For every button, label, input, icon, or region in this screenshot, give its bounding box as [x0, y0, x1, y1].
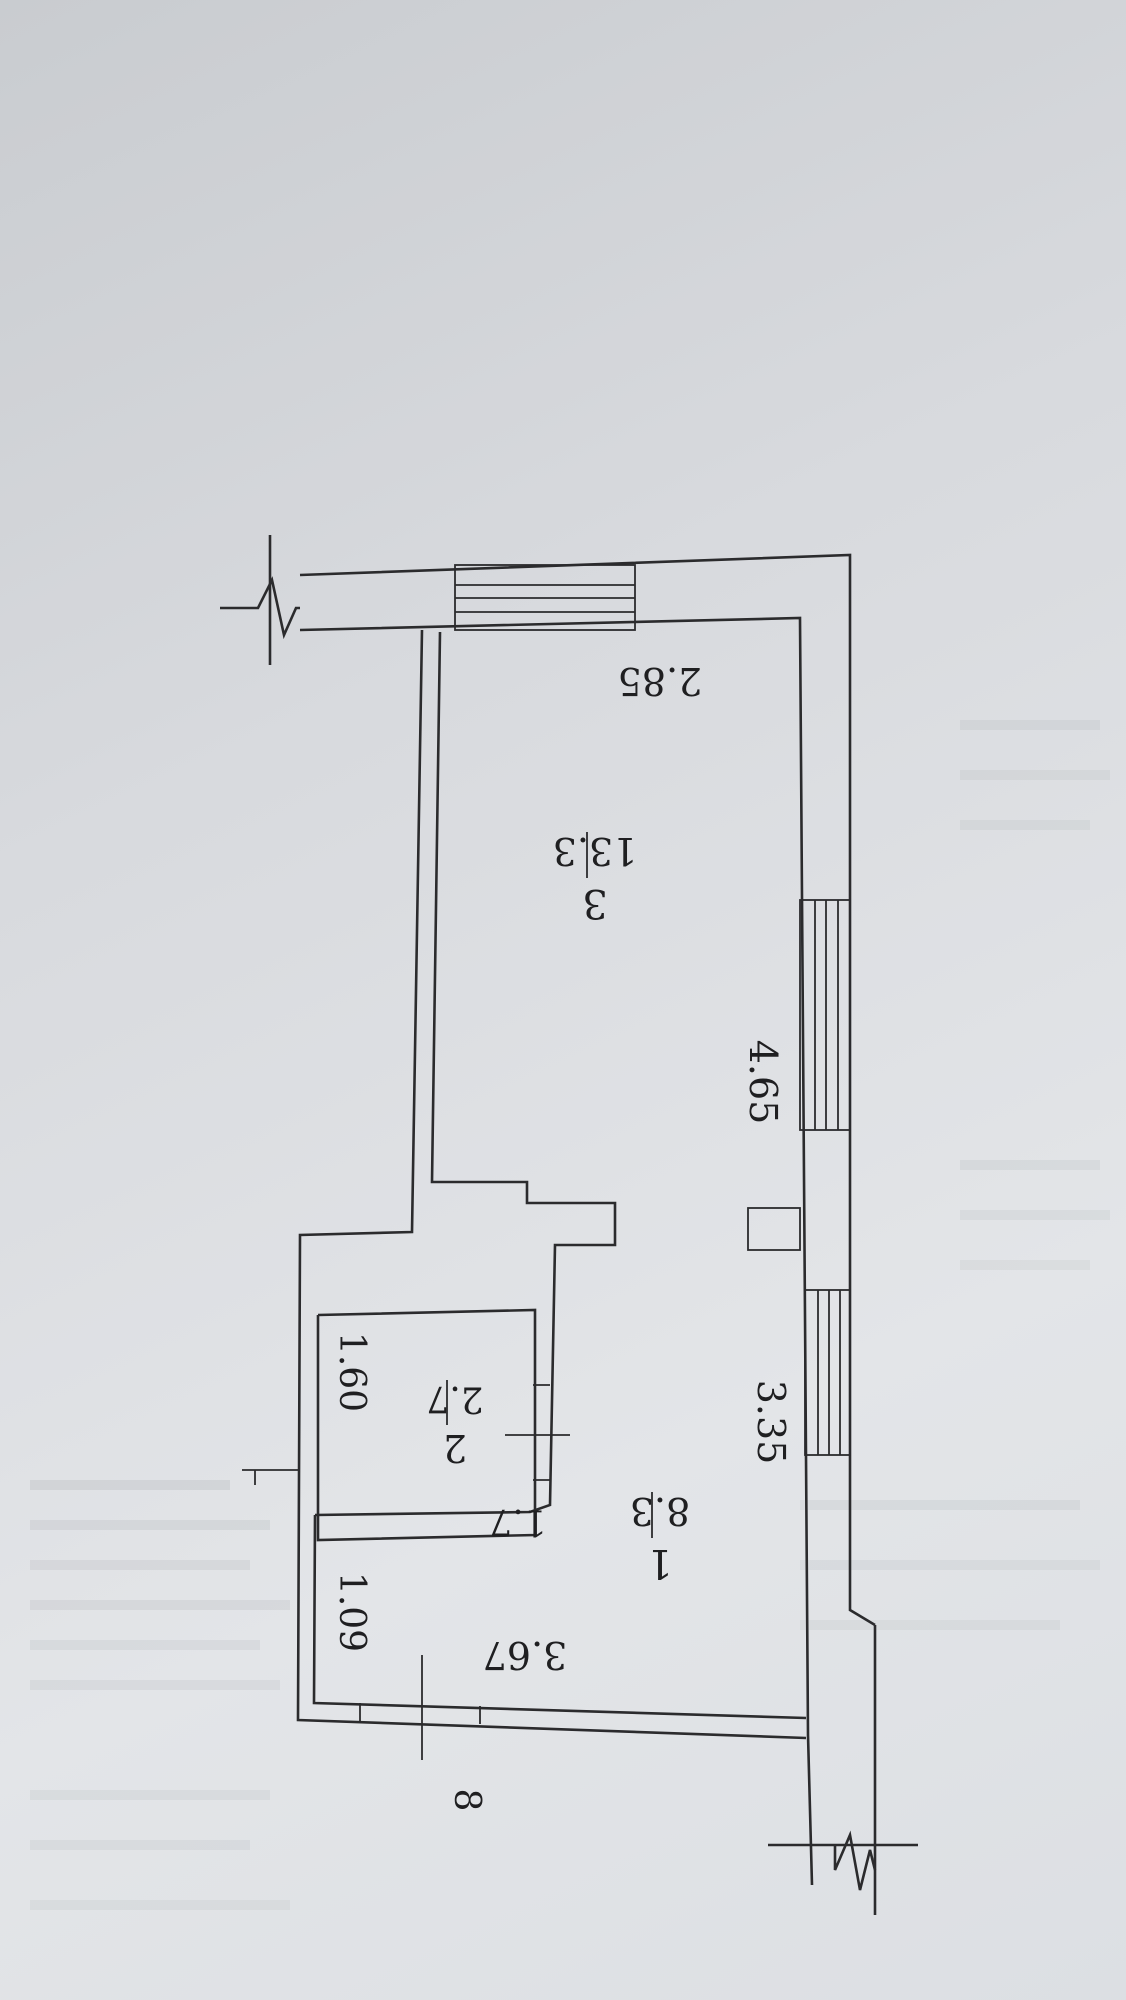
dim-room2-bottom: 1.7 [489, 1501, 546, 1542]
room2-area: 2.7 [426, 1378, 483, 1419]
room1-number: 1 [647, 1540, 672, 1586]
dim-room1-bottom: 3.67 [483, 1633, 568, 1677]
dim-room3-side: 4.65 [741, 1040, 785, 1125]
room3-area: 13.3 [553, 829, 638, 873]
window-right-room1 [804, 1289, 851, 1456]
room1-bottom-wall [312, 1514, 807, 1720]
room2-number: 2 [443, 1426, 467, 1470]
section-marker: 8 [446, 1789, 487, 1812]
window-top [454, 564, 636, 631]
dim-room3-top: 2.85 [618, 659, 703, 703]
exterior-wall-outer [299, 553, 876, 1627]
room1-area: 8.3 [630, 1489, 690, 1533]
room1-label: 1 8.3 [630, 1489, 690, 1586]
room2-wall [316, 1308, 537, 1542]
exterior-wall-inner [299, 616, 814, 1886]
column-niche [747, 1207, 801, 1251]
room3-number: 3 [582, 880, 607, 926]
wall-break-top [220, 535, 300, 665]
wall-break-bottom [768, 1830, 918, 1891]
room3-label: 3 13.3 [553, 829, 638, 926]
room2-label: 2 2.7 [426, 1378, 483, 1470]
window-right-room3 [799, 899, 851, 1131]
bleed-through-text [30, 720, 1110, 1910]
dim-closet-side: 1.09 [331, 1572, 372, 1652]
interior-partition-inner [314, 631, 617, 1517]
interior-partition-left [296, 629, 807, 1740]
dim-room2-top: 1.60 [331, 1332, 372, 1412]
dim-room1-side: 3.35 [749, 1380, 793, 1465]
